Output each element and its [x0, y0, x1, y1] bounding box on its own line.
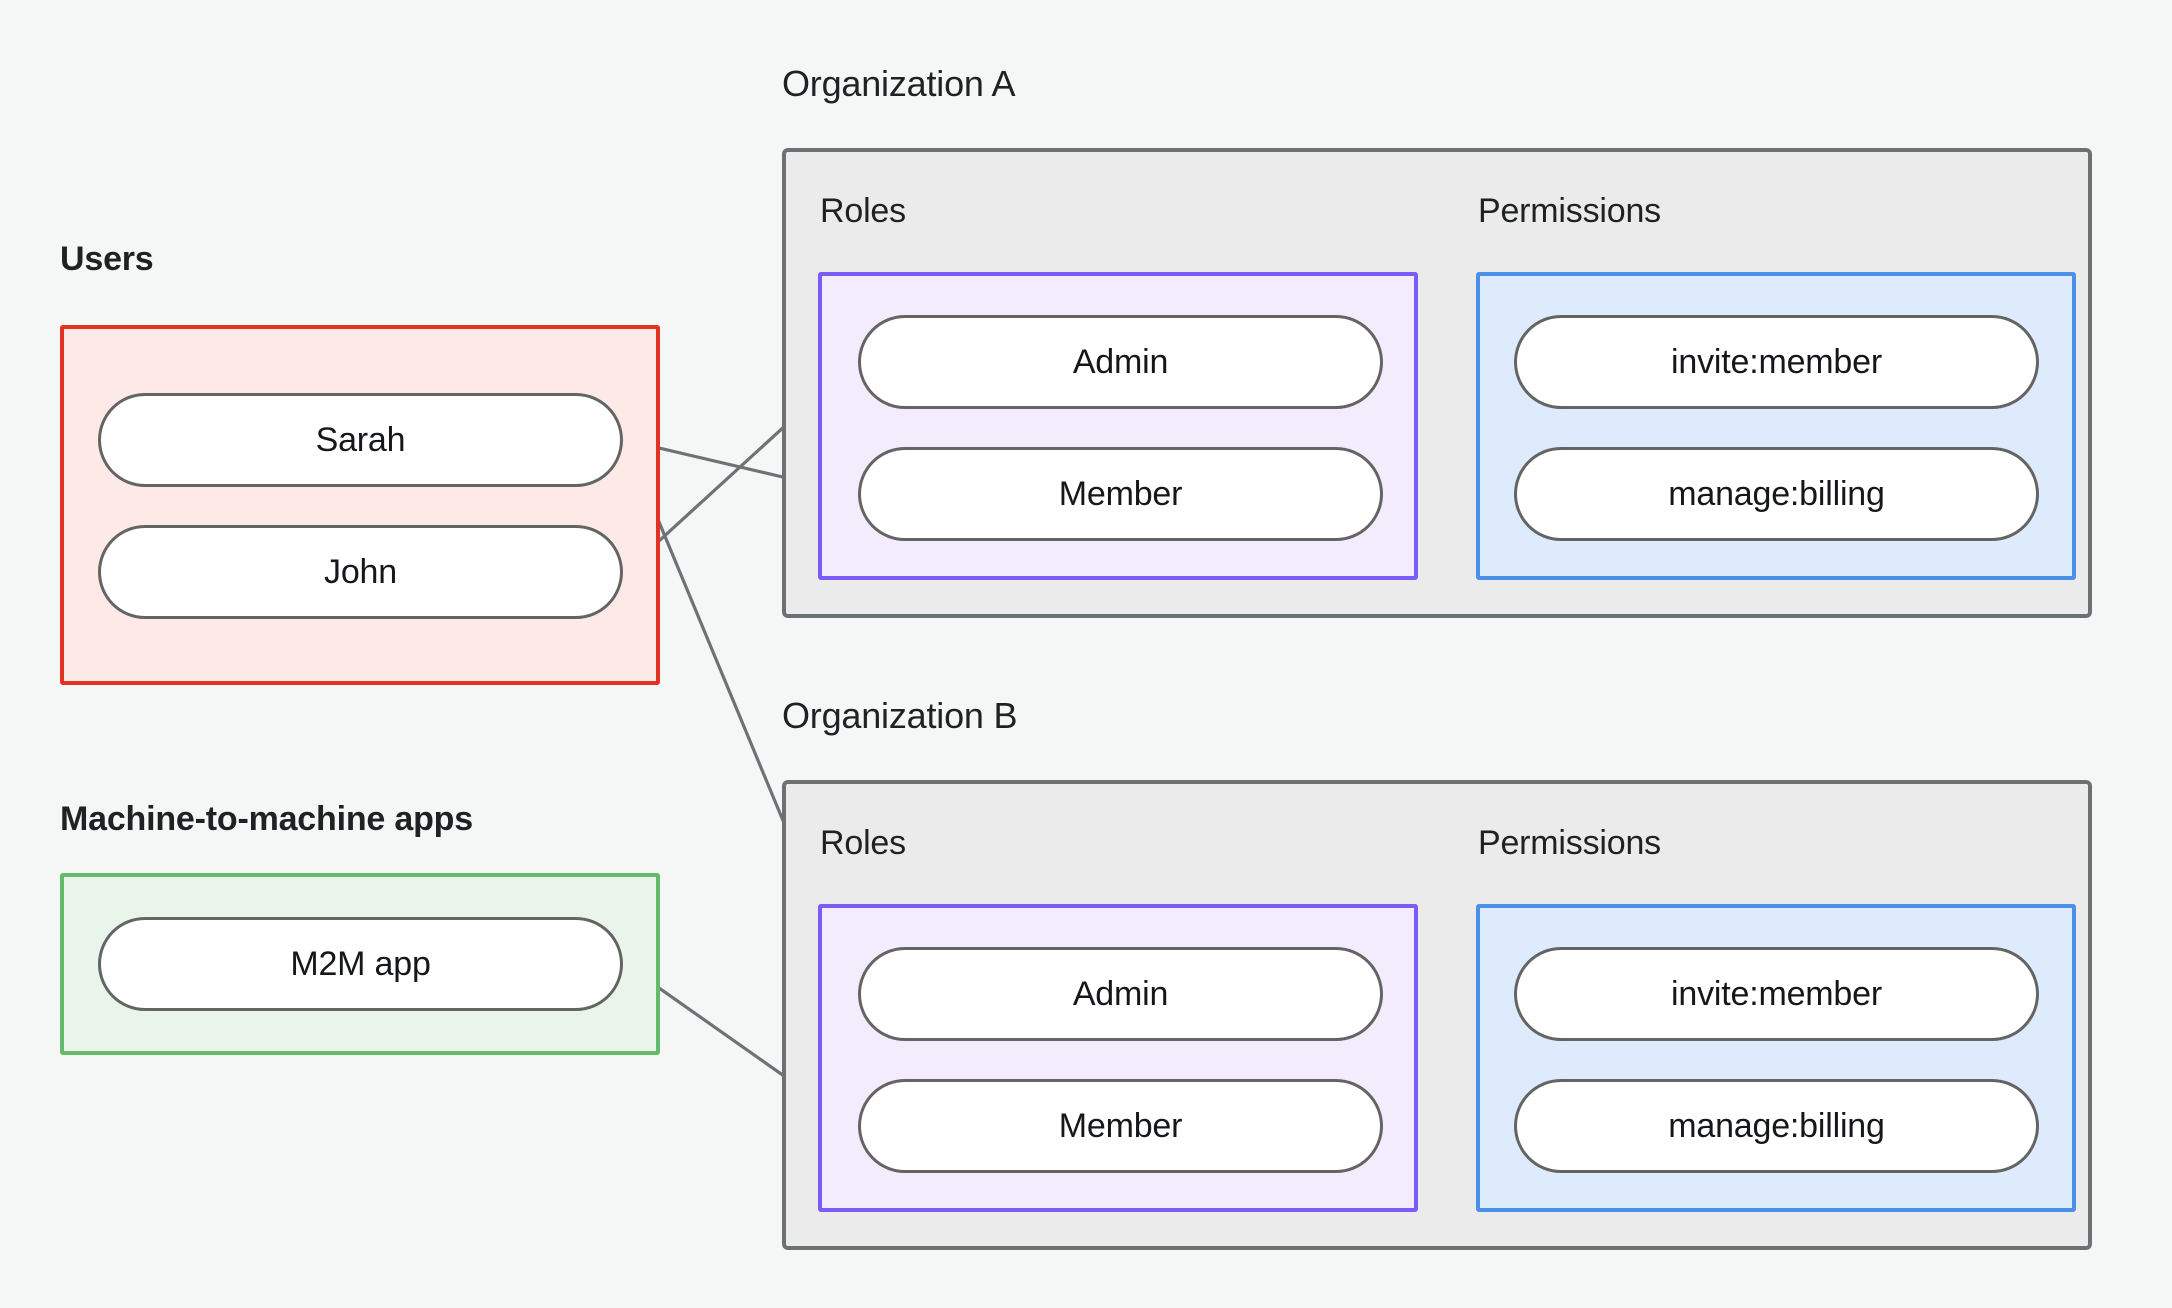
organization-a-role-admin[interactable]: Admin	[858, 315, 1383, 409]
organization-a-permissions-caption: Permissions	[1478, 192, 1661, 230]
organization-b-caption: Organization B	[782, 695, 1018, 736]
organization-a-role-member[interactable]: Member	[858, 447, 1383, 541]
organization-b-role-member[interactable]: Member	[858, 1079, 1383, 1173]
users-group	[60, 325, 660, 685]
user-node-john[interactable]: John	[98, 525, 623, 619]
m2m-node-app[interactable]: M2M app	[98, 917, 623, 1011]
organization-b-role-admin[interactable]: Admin	[858, 947, 1383, 1041]
organization-b-permission-manage-billing[interactable]: manage:billing	[1514, 1079, 2039, 1173]
organization-b-permission-invite-member[interactable]: invite:member	[1514, 947, 2039, 1041]
users-caption: Users	[60, 240, 154, 278]
organization-a-caption: Organization A	[782, 63, 1016, 104]
organization-b-permissions-caption: Permissions	[1478, 824, 1661, 862]
organization-a-permission-invite-member[interactable]: invite:member	[1514, 315, 2039, 409]
user-node-sarah[interactable]: Sarah	[98, 393, 623, 487]
m2m-caption: Machine-to-machine apps	[60, 800, 473, 838]
organization-a-roles-caption: Roles	[820, 192, 906, 230]
organization-a-permission-manage-billing[interactable]: manage:billing	[1514, 447, 2039, 541]
organization-b-roles-caption: Roles	[820, 824, 906, 862]
